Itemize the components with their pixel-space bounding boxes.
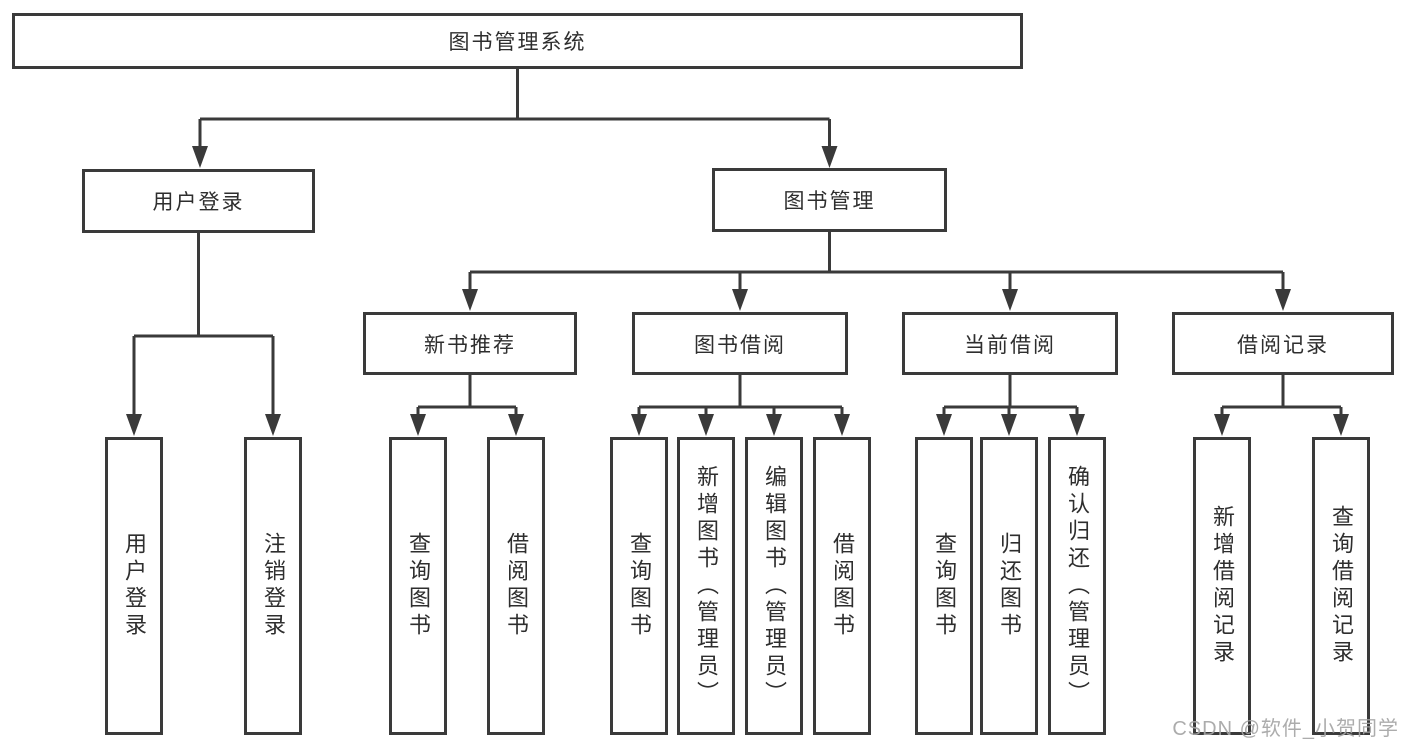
- node-label: 查询图书: [406, 532, 431, 640]
- leaf-add-borrow-record: 新增借阅记录: [1193, 437, 1251, 735]
- csdn-watermark: CSDN @软件_小贺同学: [1172, 718, 1399, 740]
- leaf-query-books-recommend: 查询图书: [389, 437, 447, 735]
- node-label: 新增借阅记录: [1210, 505, 1235, 667]
- leaf-query-books-current: 查询图书: [915, 437, 973, 735]
- leaf-borrow-books-recommend: 借阅图书: [487, 437, 545, 735]
- leaf-edit-book-admin: 编辑图书（管理员）: [745, 437, 803, 735]
- node-borrow-records: 借阅记录: [1172, 312, 1394, 375]
- node-label: 图书管理系统: [448, 31, 587, 54]
- node-label: 图书借阅: [694, 333, 786, 357]
- node-label: 用户登录: [152, 191, 245, 214]
- node-label: 新增图书（管理员）: [694, 464, 719, 708]
- node-label: 归还图书: [997, 532, 1022, 640]
- leaf-logout: 注销登录: [244, 437, 302, 735]
- arrowheads: [126, 146, 1349, 436]
- node-label: 查询借阅记录: [1329, 505, 1354, 667]
- node-label: 新书推荐: [424, 333, 516, 357]
- node-current-borrow: 当前借阅: [902, 312, 1118, 375]
- node-library-system: 图书管理系统: [12, 13, 1023, 69]
- leaf-query-borrow-record: 查询借阅记录: [1312, 437, 1370, 735]
- node-label: 用户登录: [122, 532, 147, 640]
- node-label: 编辑图书（管理员）: [762, 464, 787, 708]
- node-user-login: 用户登录: [82, 169, 315, 233]
- node-label: 注销登录: [261, 532, 286, 640]
- leaf-return-book: 归还图书: [980, 437, 1038, 735]
- leaf-confirm-return-admin: 确认归还（管理员）: [1048, 437, 1106, 735]
- node-label: 查询图书: [932, 532, 957, 640]
- leaf-borrow-books: 借阅图书: [813, 437, 871, 735]
- leaf-query-books-borrow: 查询图书: [610, 437, 668, 735]
- node-new-book-recommend: 新书推荐: [363, 312, 577, 375]
- node-label: 查询图书: [627, 532, 652, 640]
- node-label: 借阅记录: [1237, 333, 1329, 357]
- node-book-management: 图书管理: [712, 168, 947, 232]
- node-label: 图书管理: [783, 190, 876, 213]
- leaf-add-book-admin: 新增图书（管理员）: [677, 437, 735, 735]
- node-label: 确认归还（管理员）: [1065, 464, 1090, 708]
- node-label: 借阅图书: [504, 532, 529, 640]
- node-label: 借阅图书: [830, 532, 855, 640]
- node-book-borrow: 图书借阅: [632, 312, 848, 375]
- leaf-user-login: 用户登录: [105, 437, 163, 735]
- node-label: 当前借阅: [964, 333, 1056, 357]
